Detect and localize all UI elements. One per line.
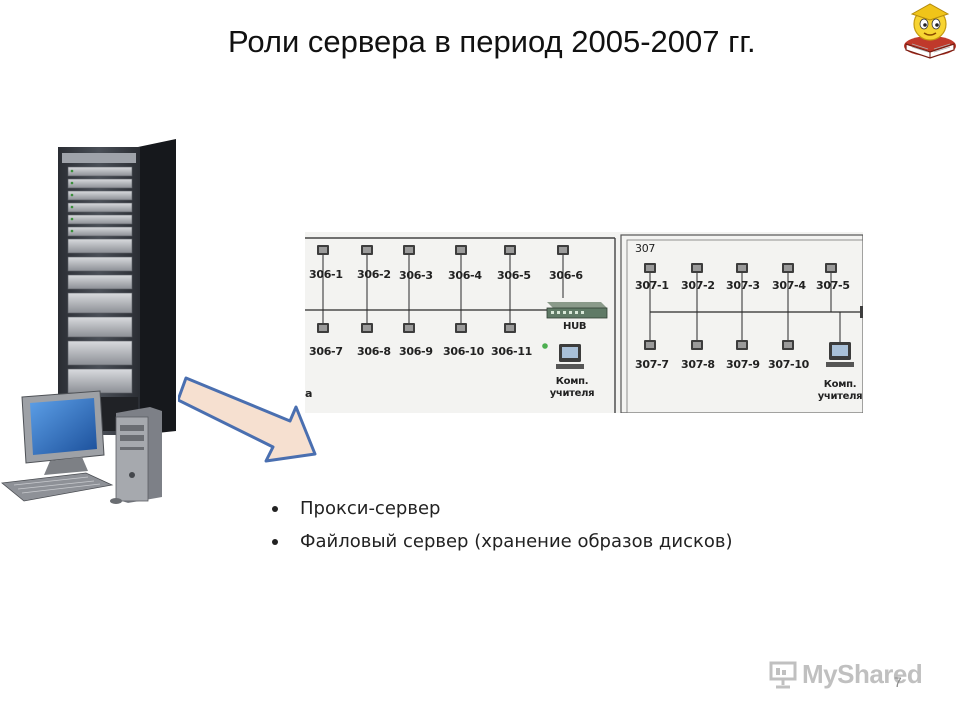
workstation-label: 306-9 <box>399 345 433 358</box>
workstation-label: 306-3 <box>399 269 433 282</box>
workstation-label: 307-8 <box>681 358 715 371</box>
bullet-item-file-server: Файловый сервер (хранение образов дисков… <box>270 525 732 558</box>
workstation-label: 306-1 <box>309 268 343 281</box>
teacher-computer-label-line: Комп. <box>823 379 857 390</box>
workstation-label: 306-8 <box>357 345 391 358</box>
teacher-computer-label-307: Комп. учителя <box>811 379 863 403</box>
hub-label: HUB <box>563 321 587 332</box>
workstation-label: 306-7 <box>309 345 343 358</box>
workstation-label: 306-6 <box>549 269 583 282</box>
workstation-icons-307 <box>644 263 837 350</box>
myshared-watermark: MyShared <box>768 656 928 692</box>
bullet-list: Прокси-сервер Файловый сервер (хранение … <box>270 492 732 558</box>
page-number: 7 <box>894 674 902 690</box>
workstation-label: 306-11 <box>491 345 533 358</box>
workstation-label: 307-2 <box>681 279 715 292</box>
network-lines <box>305 234 863 413</box>
arrow-shape <box>178 376 317 463</box>
workstation-label: 306-2 <box>357 268 391 281</box>
watermark-brand: MyShared <box>802 658 923 689</box>
teacher-computer-label-line: учителя <box>817 391 863 402</box>
teacher-computer-icon-306 <box>556 344 584 369</box>
book-reader-icon <box>904 3 956 59</box>
teacher-computer-label-line: учителя <box>549 388 595 399</box>
teacher-computer-icon-307 <box>826 342 854 367</box>
hub-icon <box>546 302 608 319</box>
room-307-label: 307 <box>635 242 656 255</box>
workstation-label: 307-1 <box>635 279 669 292</box>
workstation-label: 307-7 <box>635 358 669 371</box>
workstation-label: 307-3 <box>726 279 760 292</box>
workstation-label: 307-5 <box>816 279 850 292</box>
workstation-label: 307-4 <box>772 279 806 292</box>
bullet-item-proxy: Прокси-сервер <box>270 492 732 525</box>
workstation-label: 306-5 <box>497 269 531 282</box>
network-diagram: 306-1 306-2 306-3 306-4 306-5 306-6 306-… <box>305 232 863 413</box>
workstation-label: 307-9 <box>726 358 760 371</box>
teacher-computer-label-306: Комп. учителя <box>543 376 601 400</box>
teacher-computer-label-line: Комп. <box>555 376 589 387</box>
workstation-label: 307-10 <box>768 358 810 371</box>
slide-title: Роли сервера в период 2005-2007 гг. <box>228 24 756 59</box>
presentation-icon <box>769 661 797 689</box>
workstation-label: 306-10 <box>443 345 485 358</box>
server-rack-icon <box>1 139 176 504</box>
workstation-label: 306-4 <box>448 269 482 282</box>
workstation-icons-306 <box>317 245 569 333</box>
arrow-right-down-icon <box>178 376 317 463</box>
cropped-label-fragment: а <box>305 387 313 400</box>
